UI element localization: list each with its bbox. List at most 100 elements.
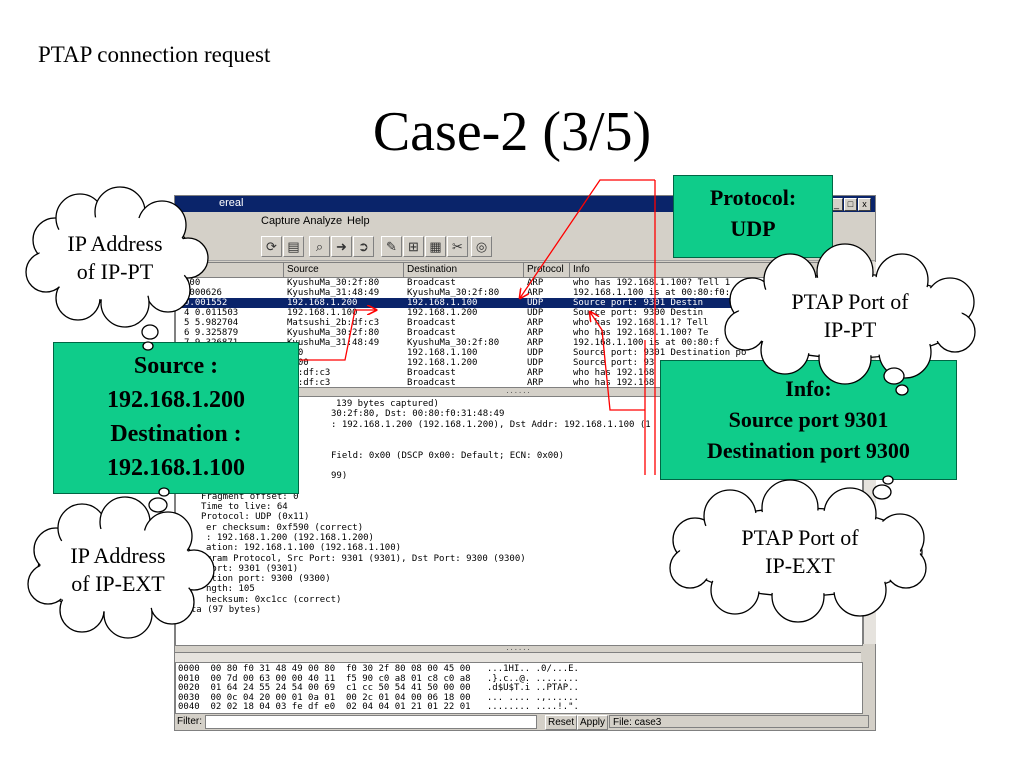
hex-line: 0020 01 64 24 55 24 54 00 69 c1 cc 50 54… <box>178 683 579 694</box>
packet-cell-no: 6 9.325879 <box>184 328 239 338</box>
packet-cell-info: Source port: 9301 Destination po <box>573 348 747 358</box>
cloud-ip-ext-text: IP Address of IP-EXT <box>43 542 193 598</box>
column-protocol[interactable]: Protocol <box>524 263 570 277</box>
maximize-button[interactable]: □ <box>844 198 857 211</box>
column-destination[interactable]: Destination <box>404 263 524 277</box>
detail-line[interactable]: : 192.168.1.200 (192.168.1.200), Dst Add… <box>331 419 651 430</box>
detail-line[interactable]: er checksum: 0xf590 (correct) <box>206 522 364 533</box>
packet-cell-source: Matsushi_2b:df:c3 <box>287 318 380 328</box>
go-forward-icon[interactable]: ➜ <box>331 236 352 257</box>
packet-cell-destination: Broadcast <box>407 318 456 328</box>
reset-button[interactable]: Reset <box>545 715 578 730</box>
source-arrow <box>300 310 376 361</box>
packet-cell-protocol: ARP <box>527 278 544 288</box>
packet-cell-no: 0.001552 <box>184 298 228 308</box>
packet-bytes-pane[interactable]: 0000 00 80 f0 31 48 49 00 80 f0 30 2f 80… <box>175 662 863 714</box>
packet-cell-source: 192.168.1.200 <box>287 298 358 308</box>
packet-cell-protocol: UDP <box>527 308 544 318</box>
detail-line[interactable]: ngth: 105 <box>206 584 255 595</box>
menu-analyze[interactable]: Analyze <box>303 215 343 227</box>
detail-line[interactable]: Fragment offset: 0 <box>201 491 299 502</box>
callout-line: 192.168.1.100 <box>107 455 245 481</box>
packet-cell-destination: 192.168.1.200 <box>407 308 478 318</box>
coloring-icon[interactable]: ▦ <box>425 236 446 257</box>
detail-line[interactable]: Data (97 bytes) <box>180 605 262 615</box>
detail-line[interactable]: gram Protocol, Src Port: 9301 (9301), Ds… <box>206 553 526 564</box>
help-icon[interactable]: ◎ <box>471 236 492 257</box>
packet-cell-info: who has 192.168.1.100? Tell 1 <box>573 278 731 288</box>
packet-cell-protocol: ARP <box>527 318 544 328</box>
packet-cell-destination: Broadcast <box>407 278 456 288</box>
preferences-icon[interactable]: ✂ <box>447 236 468 257</box>
reload-icon[interactable]: ⟳ <box>261 236 282 257</box>
packet-cell-protocol: ARP <box>527 378 544 388</box>
cloud-port-ext <box>669 475 927 623</box>
packet-cell-info: Source port: 9300 Destin <box>573 308 704 318</box>
detail-line[interactable]: ation: 192.168.1.100 (192.168.1.100) <box>206 543 402 554</box>
packet-cell-source: 2b:df:c3 <box>287 378 331 388</box>
detail-line[interactable]: hecksum: 0xc1cc (correct) <box>206 594 342 605</box>
menu-help[interactable]: Help <box>347 215 370 227</box>
menu-capture[interactable]: Capture <box>261 215 301 227</box>
detail-line[interactable]: 99) <box>331 471 348 482</box>
packet-cell-no: 5 5.982704 <box>184 318 239 328</box>
packet-cell-destination: 192.168.1.200 <box>407 358 478 368</box>
protocol-arrow <box>520 179 655 298</box>
callout-line: Protocol: <box>709 185 797 210</box>
cloud-ip-pt <box>25 186 209 351</box>
cloud-line: IP Address <box>70 543 166 568</box>
go-to-packet-icon[interactable]: ➲ <box>353 236 374 257</box>
print-icon[interactable]: ▤ <box>283 236 304 257</box>
detail-line[interactable]: 139 bytes captured) <box>336 399 439 409</box>
packet-cell-protocol: UDP <box>527 298 544 308</box>
cloud-port-pt <box>724 243 976 396</box>
window-title: ereal <box>219 197 244 209</box>
packet-cell-destination: Broadcast <box>407 368 456 378</box>
find-icon[interactable]: ⌕ <box>309 236 330 257</box>
detail-line[interactable]: port: 9301 (9301) <box>206 563 299 574</box>
packet-cell-source: KyushuMa_30:2f:80 <box>287 328 380 338</box>
detail-line[interactable]: Field: 0x00 (DSCP 0x00: Default; ECN: 0x… <box>331 450 564 461</box>
filter-input[interactable] <box>205 715 537 729</box>
detail-line[interactable]: : 192.168.1.200 (192.168.1.200) <box>206 532 374 543</box>
capture-filter-icon[interactable]: ✎ <box>381 236 402 257</box>
pane-splitter[interactable]: ...... <box>505 387 531 395</box>
detail-line[interactable]: ation port: 9300 (9300) <box>206 574 331 585</box>
packet-cell-destination: KyushuMa_30:2f:80 <box>407 338 500 348</box>
cloud-port-ext-text: PTAP Port of IP-EXT <box>705 524 895 580</box>
packet-cell-destination: KyushuMa_30:2f:80 <box>407 288 500 298</box>
hex-line: 0000 00 80 f0 31 48 49 00 80 f0 30 2f 80… <box>178 664 579 674</box>
cloud-ip-ext <box>27 487 215 639</box>
cloud-line: IP-PT <box>823 317 877 342</box>
detail-line[interactable]: Protocol: UDP (0x11) <box>201 512 310 523</box>
packet-cell-protocol: ARP <box>527 338 544 348</box>
display-filter-icon[interactable]: ⊞ <box>403 236 424 257</box>
callout-line: Source port 9301 <box>728 407 889 432</box>
callout-line: Destination port 9300 <box>707 438 910 463</box>
packet-cell-source: KyushuMa_30:2f:80 <box>287 278 380 288</box>
close-button[interactable]: x <box>858 198 871 211</box>
column-no[interactable] <box>176 263 284 277</box>
packet-cell-source: 2b:df:c3 <box>287 368 331 378</box>
pane-splitter[interactable]: ...... <box>505 644 531 652</box>
column-source[interactable]: Source <box>284 263 404 277</box>
detail-line[interactable]: 30:2f:80, Dst: 00:80:f0:31:48:49 <box>331 409 505 420</box>
hex-line: 0010 00 7d 00 63 00 00 40 11 f5 90 c0 a8… <box>178 673 579 684</box>
apply-button[interactable]: Apply <box>577 715 609 730</box>
horizontal-scrollbar[interactable] <box>175 652 861 663</box>
packet-cell-destination: Broadcast <box>407 378 456 388</box>
callout-line: Source : <box>133 353 219 379</box>
packet-cell-destination: 192.168.1.100 <box>407 298 478 308</box>
detail-line[interactable]: Time to live: 64 <box>201 502 288 512</box>
packet-cell-info: Source port: 93 <box>573 358 655 368</box>
